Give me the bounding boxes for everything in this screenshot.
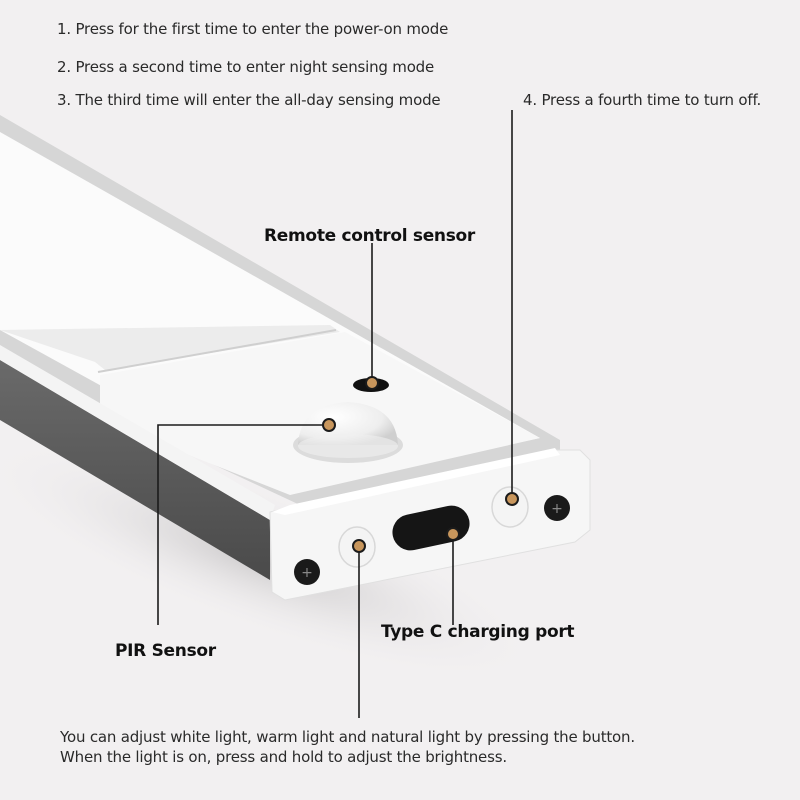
instruction-step-1: 1. Press for the first time to enter the… xyxy=(57,20,449,38)
remote-control-sensor-label: Remote control sensor xyxy=(264,226,476,246)
pir-sensor-label: PIR Sensor xyxy=(115,641,216,661)
svg-text:+: + xyxy=(301,565,313,581)
type-c-port-label: Type C charging port xyxy=(381,622,575,642)
usage-note-line-2: When the light is on, press and hold to … xyxy=(60,748,507,766)
svg-text:+: + xyxy=(551,501,563,517)
instruction-step-2: 2. Press a second time to enter night se… xyxy=(57,58,435,76)
instruction-step-3: 3. The third time will enter the all-day… xyxy=(57,91,441,109)
usage-note: You can adjust white light, warm light a… xyxy=(60,727,635,767)
instruction-step-4: 4. Press a fourth time to turn off. xyxy=(523,91,762,109)
usage-note-line-1: You can adjust white light, warm light a… xyxy=(60,728,635,746)
